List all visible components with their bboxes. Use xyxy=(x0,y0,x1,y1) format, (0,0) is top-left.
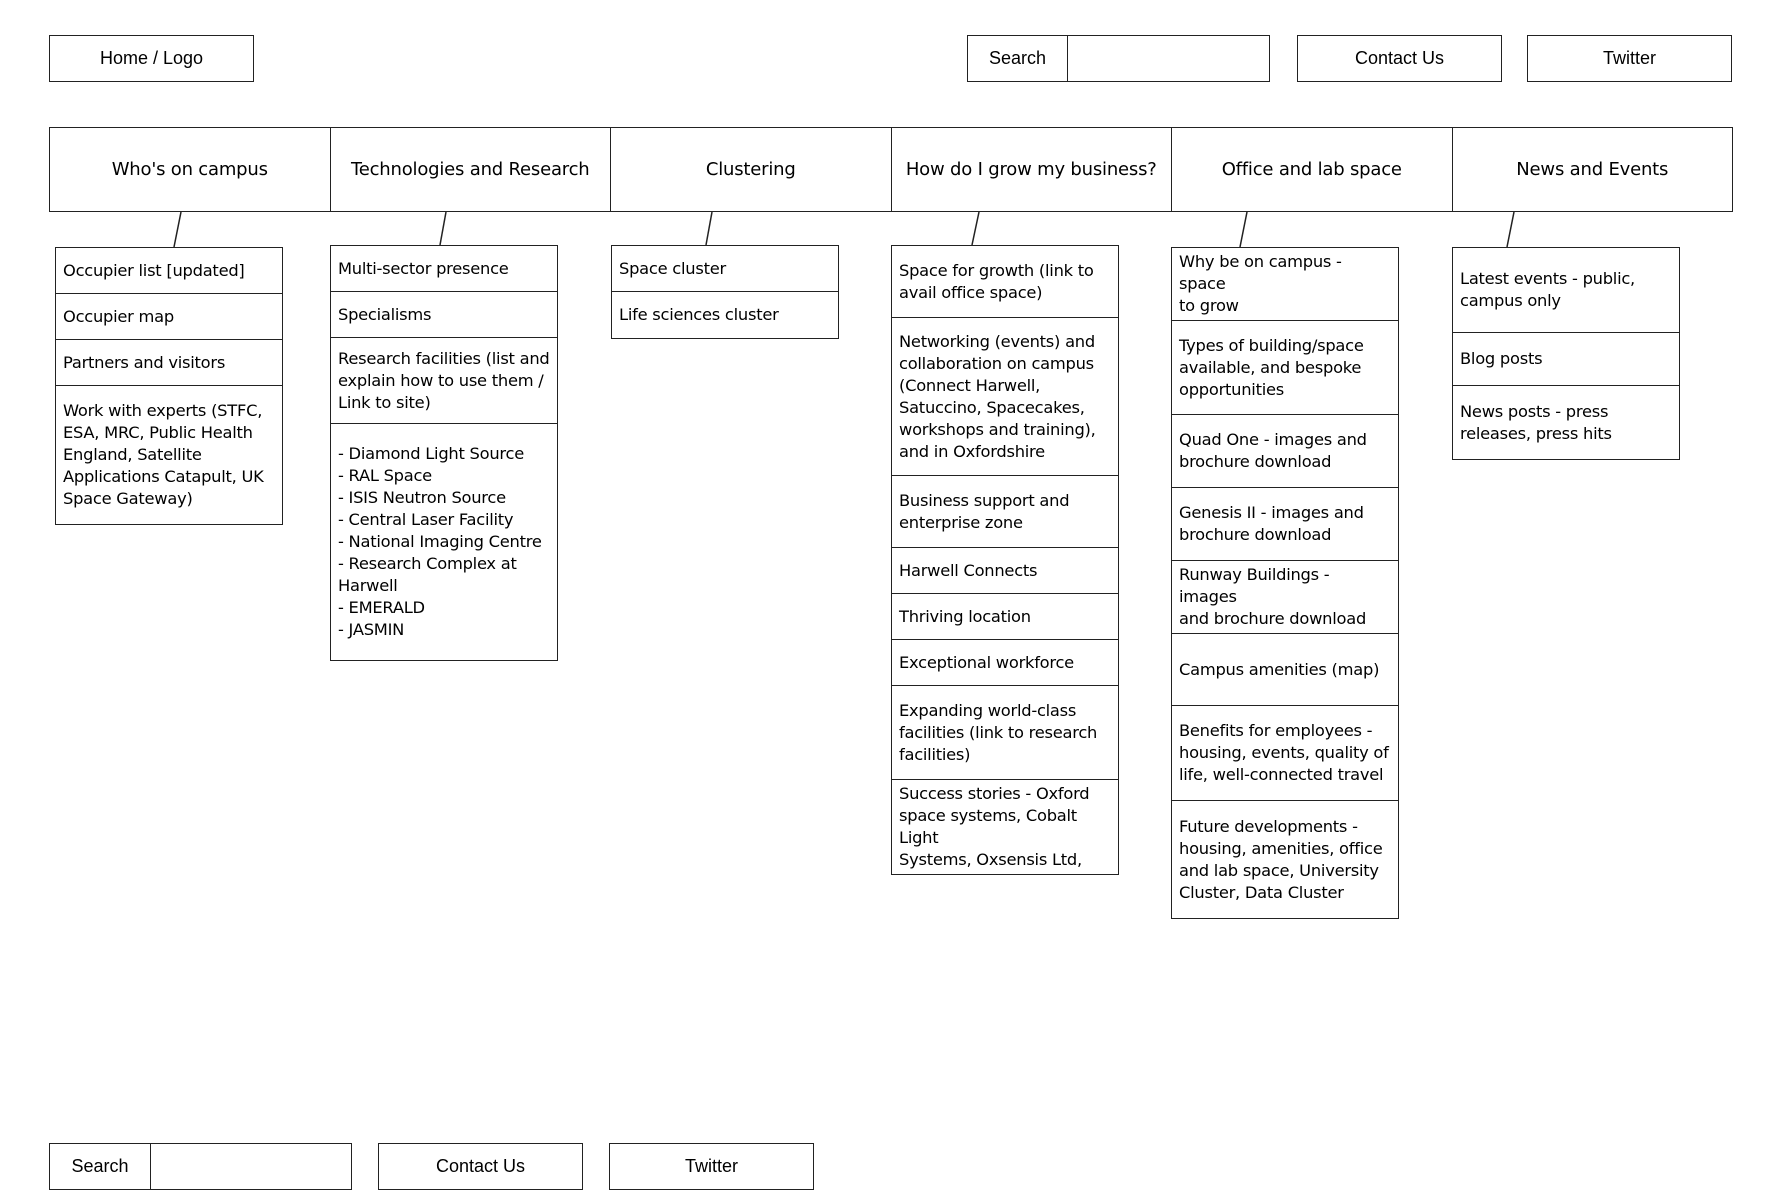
connector-whos-on-campus xyxy=(173,211,182,248)
list-item[interactable]: Expanding world-class facilities (link t… xyxy=(892,686,1118,780)
submenu-news-events: Latest events - public, campus only Blog… xyxy=(1452,247,1680,460)
submenu-clustering: Space cluster Life sciences cluster xyxy=(611,245,839,339)
nav-item-news-events[interactable]: News and Events xyxy=(1516,159,1669,180)
list-item[interactable]: Space cluster xyxy=(612,246,838,292)
search-label: Search xyxy=(968,36,1068,81)
twitter-button[interactable]: Twitter xyxy=(1527,35,1732,82)
list-item[interactable]: Benefits for employees - housing, events… xyxy=(1172,706,1398,801)
list-item[interactable]: Latest events - public, campus only xyxy=(1453,248,1679,333)
list-item[interactable]: Types of building/space available, and b… xyxy=(1172,321,1398,415)
nav-item-clustering[interactable]: Clustering xyxy=(611,128,892,211)
list-item[interactable]: Exceptional workforce xyxy=(892,640,1118,686)
list-item[interactable]: Genesis II - images and brochure downloa… xyxy=(1172,488,1398,561)
list-item[interactable]: - Diamond Light Source - RAL Space - ISI… xyxy=(338,444,542,639)
list-item[interactable]: Why be on campus - space to grow xyxy=(1172,248,1398,321)
header-search[interactable]: Search xyxy=(967,35,1270,82)
connector-grow-business xyxy=(971,211,980,246)
nav-item-office-lab-space[interactable]: Office and lab space xyxy=(1172,128,1453,211)
list-item[interactable]: Life sciences cluster xyxy=(619,305,779,324)
list-item[interactable]: Networking (events) and collaboration on… xyxy=(892,318,1118,476)
list-item[interactable]: Partners and visitors xyxy=(56,340,282,386)
submenu-technologies-research: Multi-sector presence Specialisms Resear… xyxy=(330,245,558,661)
connector-news-events xyxy=(1506,211,1515,248)
footer-search[interactable]: Search xyxy=(49,1143,352,1190)
list-item[interactable]: Success stories - Oxford space systems, … xyxy=(899,784,1090,869)
contact-us-button[interactable]: Contact Us xyxy=(1297,35,1502,82)
nav-item-whos-on-campus[interactable]: Who's on campus xyxy=(50,128,331,211)
list-item[interactable]: Quad One - images and brochure download xyxy=(1172,415,1398,488)
list-item[interactable]: Work with experts (STFC, ESA, MRC, Publi… xyxy=(63,401,264,508)
list-item[interactable]: Future developments - housing, amenities… xyxy=(1179,816,1383,902)
footer-twitter-button[interactable]: Twitter xyxy=(609,1143,814,1190)
list-item[interactable]: Runway Buildings - images and brochure d… xyxy=(1172,561,1398,634)
list-item[interactable]: Space for growth (link to avail office s… xyxy=(892,246,1118,318)
main-nav: Who's on campus Technologies and Researc… xyxy=(49,127,1733,212)
nav-item-technologies-research[interactable]: Technologies and Research xyxy=(331,128,611,211)
list-item[interactable]: News posts - press releases, press hits xyxy=(1460,401,1612,443)
connector-technologies xyxy=(439,211,447,246)
list-item[interactable]: Research facilities (list and explain ho… xyxy=(331,338,557,424)
submenu-grow-business: Space for growth (link to avail office s… xyxy=(891,245,1119,875)
home-logo-button[interactable]: Home / Logo xyxy=(49,35,254,82)
list-item[interactable]: Campus amenities (map) xyxy=(1172,634,1398,706)
list-item[interactable]: Specialisms xyxy=(331,292,557,338)
footer-contact-us-button[interactable]: Contact Us xyxy=(378,1143,583,1190)
connector-office-lab xyxy=(1239,211,1248,248)
list-item[interactable]: Business support and enterprise zone xyxy=(892,476,1118,548)
submenu-office-lab-space: Why be on campus - space to grow Types o… xyxy=(1171,247,1399,919)
list-item[interactable]: Thriving location xyxy=(892,594,1118,640)
list-item[interactable]: Blog posts xyxy=(1453,333,1679,386)
list-item[interactable]: Multi-sector presence xyxy=(331,246,557,292)
footer-search-input[interactable] xyxy=(151,1144,351,1189)
nav-item-grow-business[interactable]: How do I grow my business? xyxy=(892,128,1172,211)
submenu-whos-on-campus: Occupier list [updated] Occupier map Par… xyxy=(55,247,283,525)
connector-clustering xyxy=(705,211,713,246)
list-item[interactable]: Occupier map xyxy=(56,294,282,340)
list-item[interactable]: Occupier list [updated] xyxy=(56,248,282,294)
footer-search-label: Search xyxy=(50,1144,151,1189)
list-item[interactable]: Harwell Connects xyxy=(892,548,1118,594)
